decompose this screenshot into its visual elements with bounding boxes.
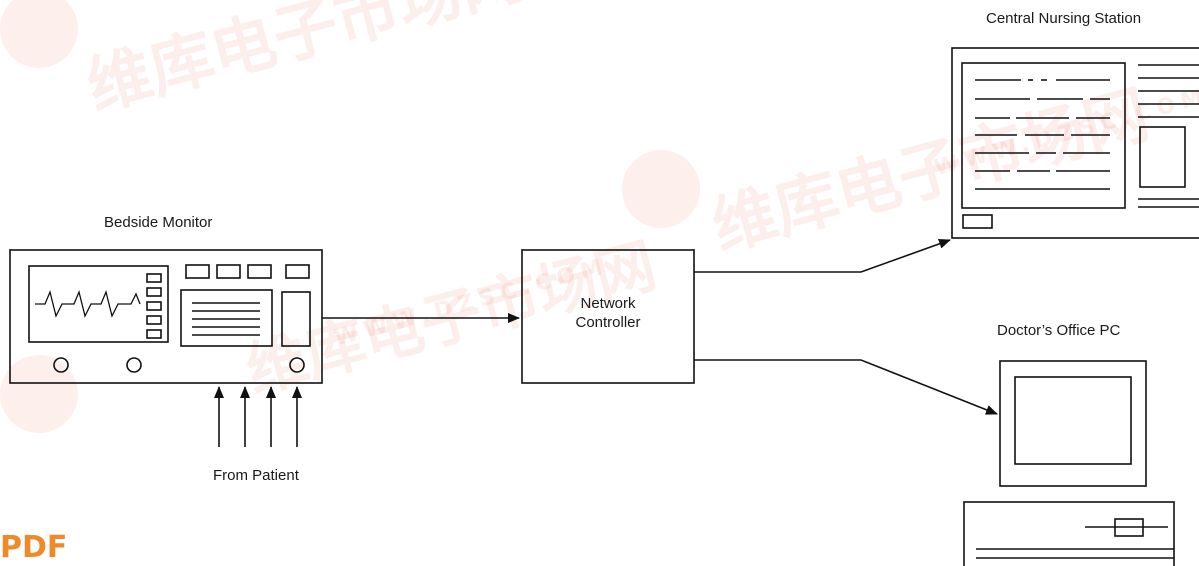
patient-input-arrows (214, 386, 302, 447)
monitor-key (285, 264, 310, 279)
station-case (951, 47, 1199, 239)
station-screen (961, 62, 1126, 209)
pc-tower (963, 501, 1175, 566)
station-drive-slot (962, 214, 993, 229)
monitor-display-panel (180, 289, 273, 347)
doctors-office-pc (963, 360, 1175, 566)
controller-to-doctor-arrow (694, 359, 998, 415)
monitor-side-panel (281, 291, 311, 347)
knob-icon (53, 357, 69, 373)
central-nursing-station-label: Central Nursing Station (986, 10, 1142, 27)
watermark-logo-icon (622, 150, 700, 228)
from-patient-label: From Patient (213, 467, 299, 484)
screen-button (146, 287, 162, 297)
monitor-screen (28, 265, 169, 343)
central-nursing-station (951, 47, 1199, 239)
controller-to-nursing-arrow (694, 239, 951, 273)
bedside-monitor (9, 249, 323, 384)
monitor-case (9, 249, 323, 384)
pdf-logo: PDF (0, 530, 68, 565)
waveform-trace (35, 289, 141, 318)
screen-button (146, 329, 162, 339)
pc-monitor (999, 360, 1147, 487)
screen-button (146, 301, 162, 311)
screen-button (146, 315, 162, 325)
network-controller-label-line1: Network (580, 295, 636, 312)
network-controller-box (521, 249, 695, 384)
bedside-monitor-label: Bedside Monitor (104, 214, 213, 231)
screen-button (146, 273, 162, 283)
network-controller-label-line2: Controller (575, 314, 641, 331)
watermark-logo-icon (0, 355, 78, 433)
watermark-logo-icon (0, 0, 78, 68)
monitor-key (247, 264, 272, 279)
monitor-key (216, 264, 241, 279)
pc-screen (1014, 376, 1132, 465)
monitor-key (185, 264, 210, 279)
knob-icon (126, 357, 142, 373)
network-controller-label: Network Controller (522, 294, 694, 332)
doctors-office-pc-label: Doctor’s Office PC (997, 322, 1121, 339)
knob-icon (289, 357, 305, 373)
station-side-panel (1139, 126, 1186, 188)
